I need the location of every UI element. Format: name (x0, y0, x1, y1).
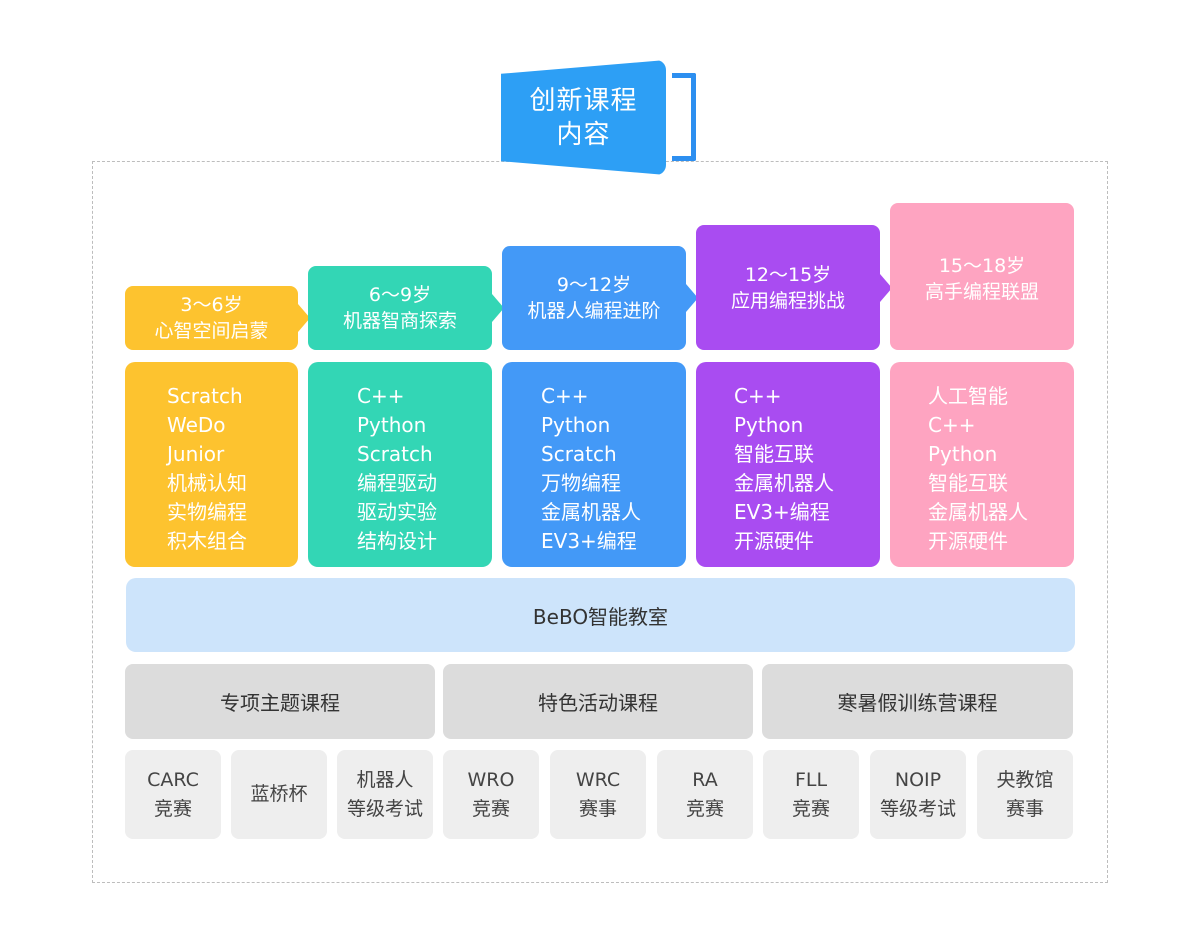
topic-item: 开源硬件 (734, 529, 814, 553)
category-special-topic: 专项主题课程 (125, 664, 435, 739)
topic-item: 积木组合 (167, 529, 247, 553)
competition-ra: RA 竞赛 (657, 750, 753, 839)
topic-item: Python (541, 413, 611, 437)
topic-item: Python (734, 413, 804, 437)
competition-fll: FLL 竞赛 (763, 750, 859, 839)
competition-name: 机器人 (356, 768, 414, 791)
classroom-bar: BeBO智能教室 (126, 578, 1075, 652)
competition-name: CARC (147, 768, 199, 791)
competition-type: 竞赛 (471, 797, 510, 820)
chevron-right-icon (880, 273, 892, 302)
chevron-right-icon (686, 284, 698, 312)
topic-item: Python (928, 442, 998, 466)
topic-item: EV3+编程 (541, 529, 637, 553)
competition-name: WRC (575, 768, 621, 791)
competition-type: 竞赛 (685, 797, 724, 820)
topic-item: 开源硬件 (928, 529, 1008, 553)
competition-carc: CARC 竞赛 (125, 750, 221, 839)
topic-card-5: 人工智能 C++ Python 智能互联 金属机器人 开源硬件 (890, 362, 1074, 567)
stage-header-4: 12～15岁 应用编程挑战 (696, 225, 892, 350)
stage-header-5: 15～18岁 高手编程联盟 (890, 203, 1074, 350)
stage-age: 6～9岁 (368, 284, 432, 306)
topic-item: C++ (357, 384, 405, 408)
competition-type: 竞赛 (791, 797, 830, 820)
topic-item: Junior (167, 442, 225, 466)
topic-item: 编程驱动 (357, 471, 437, 495)
competition-name: RA (692, 768, 718, 791)
chevron-right-icon (492, 294, 504, 322)
competition-type: 等级考试 (346, 797, 423, 820)
stage-age: 3～6岁 (180, 294, 243, 316)
topic-item: C++ (734, 384, 782, 408)
topic-item: C++ (541, 384, 589, 408)
topic-item: Scratch (167, 384, 243, 408)
competition-yangjiaoguan: 央教馆 赛事 (977, 750, 1073, 839)
category-camp: 寒暑假训练营课程 (762, 664, 1073, 739)
topic-card-4: C++ Python 智能互联 金属机器人 EV3+编程 开源硬件 (696, 362, 880, 567)
topic-card-3: C++ Python Scratch 万物编程 金属机器人 EV3+编程 (502, 362, 686, 567)
competition-name: WRO (467, 768, 515, 791)
competition-lanqiao: 蓝桥杯 (231, 750, 327, 839)
stage-name: 高手编程联盟 (924, 281, 1039, 303)
stage-name: 心智空间启蒙 (154, 320, 269, 342)
title-bracket (672, 73, 696, 161)
chevron-right-icon (298, 304, 310, 332)
competition-robot-exam: 机器人 等级考试 (337, 750, 433, 839)
topic-item: WeDo (167, 413, 226, 437)
stage-name: 应用编程挑战 (730, 289, 845, 312)
competition-name: NOIP (894, 768, 942, 791)
competition-wro: WRO 竞赛 (443, 750, 539, 839)
topic-item: 智能互联 (734, 442, 814, 466)
competition-noip: NOIP 等级考试 (870, 750, 966, 839)
topic-card-1: Scratch WeDo Junior 机械认知 实物编程 积木组合 (125, 362, 298, 567)
topic-item: 智能互联 (928, 471, 1008, 495)
stage-header-1: 3～6岁 心智空间启蒙 (125, 286, 310, 350)
stage-header-3: 9～12岁 机器人编程进阶 (502, 246, 698, 350)
topic-item: 结构设计 (357, 529, 437, 553)
competition-wrc: WRC 赛事 (550, 750, 646, 839)
competition-type: 竞赛 (153, 797, 192, 820)
topic-item: 万物编程 (541, 471, 621, 495)
stage-age: 15～18岁 (938, 255, 1026, 277)
competition-type: 赛事 (1005, 797, 1044, 820)
stage-name: 机器人编程进阶 (527, 300, 661, 322)
competition-name: 央教馆 (996, 768, 1054, 791)
category-activity: 特色活动课程 (443, 664, 753, 739)
title-line-2: 内容 (556, 119, 611, 150)
topic-item: 人工智能 (928, 384, 1008, 408)
topic-item: 金属机器人 (928, 500, 1028, 524)
topic-card-2: C++ Python Scratch 编程驱动 驱动实验 结构设计 (308, 362, 492, 567)
topic-item: 金属机器人 (541, 500, 641, 524)
stage-name: 机器智商探索 (342, 310, 457, 332)
competition-name: 蓝桥杯 (250, 783, 308, 805)
topic-item: EV3+编程 (734, 500, 830, 524)
stage-age: 9～12岁 (556, 274, 632, 296)
title-badge: 创新课程 内容 (501, 60, 666, 175)
competition-type: 等级考试 (879, 797, 956, 820)
competition-name: FLL (794, 768, 828, 791)
title-line-1: 创新课程 (529, 85, 638, 116)
stage-age: 12～15岁 (744, 263, 832, 286)
topic-item: 实物编程 (167, 500, 247, 524)
topic-item: Scratch (541, 442, 617, 466)
topic-item: Python (357, 413, 427, 437)
topic-item: 机械认知 (167, 471, 247, 495)
topic-item: C++ (928, 413, 976, 437)
stage-header-2: 6～9岁 机器智商探索 (308, 266, 504, 350)
topic-item: 驱动实验 (357, 500, 437, 524)
topic-item: 金属机器人 (734, 471, 834, 495)
topic-item: Scratch (357, 442, 433, 466)
competition-type: 赛事 (578, 797, 617, 820)
